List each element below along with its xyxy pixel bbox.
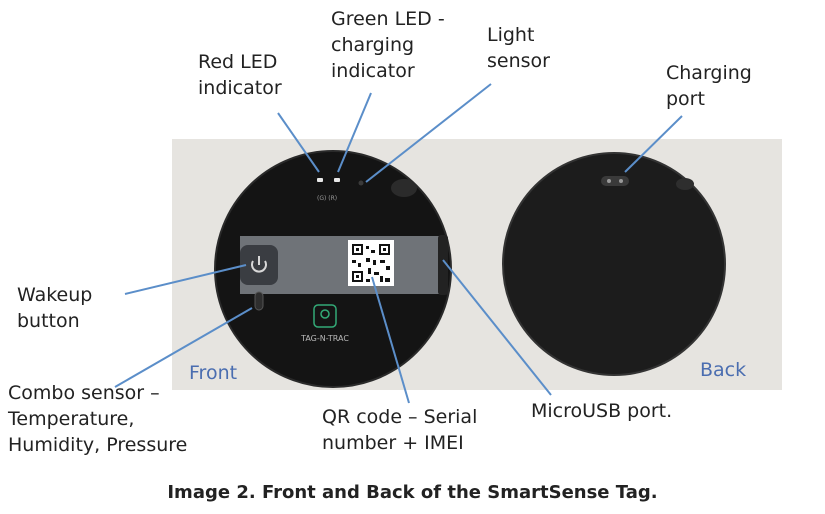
microusb-port bbox=[438, 235, 448, 295]
front-device: (G) (R) bbox=[214, 150, 452, 388]
brand-text: TAG-N-TRAC bbox=[300, 334, 349, 343]
red-led bbox=[317, 178, 323, 182]
back-notch bbox=[676, 178, 694, 190]
wakeup-button-label: Wakeup button bbox=[17, 284, 93, 332]
back-device bbox=[502, 152, 726, 376]
qr-code-label: QR code – Serial number + IMEI bbox=[322, 406, 478, 454]
power-icon bbox=[251, 256, 267, 273]
microusb-port-label: MicroUSB port. bbox=[531, 400, 673, 422]
qr-code-icon bbox=[348, 240, 394, 286]
back-label: Back bbox=[700, 359, 747, 381]
green-led-label: Green LED - charging indicator bbox=[331, 8, 445, 82]
leader-lines bbox=[114, 83, 683, 404]
front-notch bbox=[391, 179, 417, 197]
combo-sensor-label: Combo sensor – Temperature, Humidity, Pr… bbox=[8, 382, 188, 456]
front-label: Front bbox=[189, 362, 238, 384]
green-led bbox=[334, 178, 340, 182]
figure-caption: Image 2. Front and Back of the SmartSens… bbox=[167, 482, 658, 503]
led-tags: (G) (R) bbox=[317, 195, 337, 202]
red-led-label: Red LED indicator bbox=[198, 51, 282, 99]
light-sensor-label: Light sensor bbox=[487, 24, 550, 72]
combo-sensor bbox=[254, 291, 264, 311]
charging-port bbox=[601, 176, 629, 186]
brand-logo: TAG-N-TRAC bbox=[300, 304, 349, 343]
light-sensor bbox=[358, 180, 364, 186]
charging-port-label: Charging port bbox=[666, 62, 752, 110]
